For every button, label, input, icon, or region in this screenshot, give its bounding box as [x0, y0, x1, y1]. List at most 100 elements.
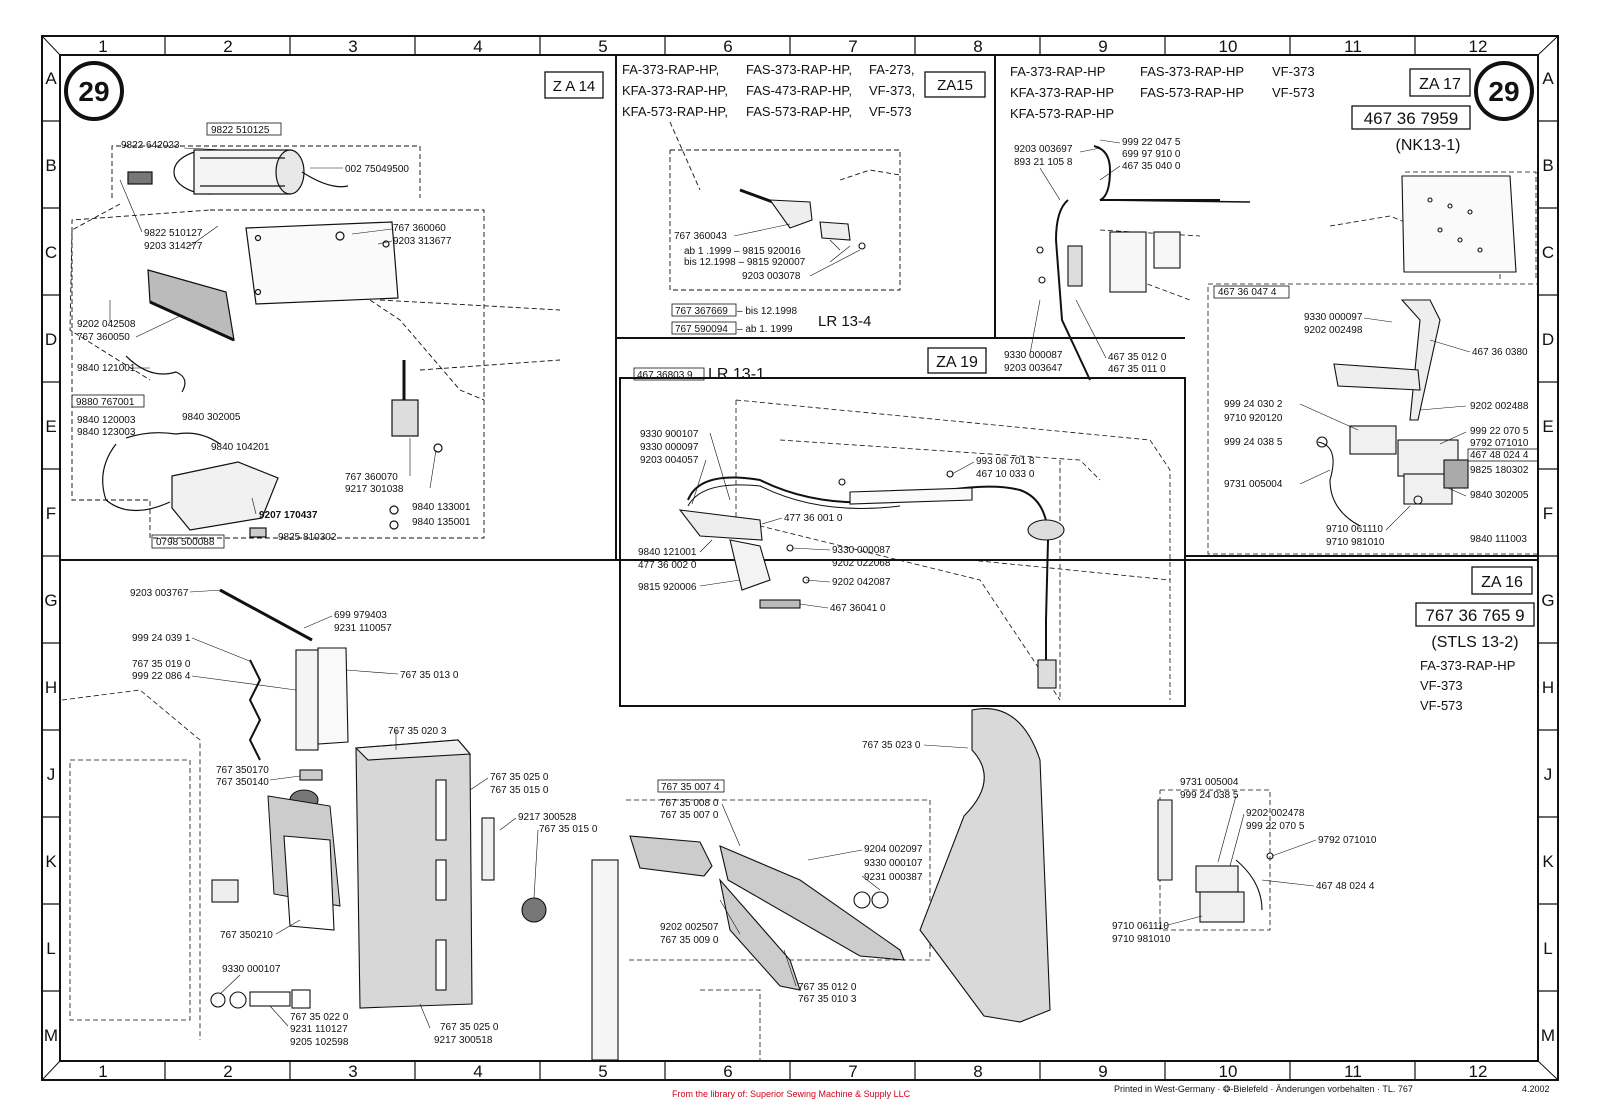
svg-text:767 367669: 767 367669: [675, 306, 728, 317]
col-label: 9: [1098, 1062, 1107, 1081]
svg-text:767 35 008 0: 767 35 008 0: [660, 798, 719, 809]
col-label: 5: [598, 37, 607, 56]
svg-text:9330 900107: 9330 900107: [640, 429, 699, 440]
row-label: H: [1542, 678, 1554, 697]
svg-text:767 35 019 0: 767 35 019 0: [132, 659, 191, 670]
za17-section: FA-373-RAP-HP FAS-373-RAP-HP VF-373 KFA-…: [1004, 64, 1539, 555]
row-label: L: [46, 939, 55, 958]
svg-text:9822 510125: 9822 510125: [211, 125, 270, 136]
svg-text:KFA-573-RAP-HP: KFA-573-RAP-HP: [1010, 106, 1114, 121]
svg-text:993 08 701 8: 993 08 701 8: [976, 456, 1035, 467]
svg-text:FA-273,: FA-273,: [869, 62, 915, 77]
col-label: 10: [1219, 1062, 1238, 1081]
za17-models: FA-373-RAP-HP FAS-373-RAP-HP VF-373 KFA-…: [1010, 64, 1315, 121]
svg-text:767 35 010 3: 767 35 010 3: [798, 994, 857, 1005]
svg-text:467 48 024 4: 467 48 024 4: [1470, 450, 1529, 461]
svg-text:467 48 024 4: 467 48 024 4: [1316, 881, 1375, 892]
svg-text:767 350140: 767 350140: [216, 777, 269, 788]
za16-model: VF-373: [1420, 678, 1463, 693]
row-label: G: [1541, 591, 1554, 610]
col-label: 3: [348, 37, 357, 56]
svg-text:9330 000097: 9330 000097: [640, 442, 699, 453]
svg-text:9217 301038: 9217 301038: [345, 484, 404, 495]
svg-text:9825 810302: 9825 810302: [278, 532, 337, 543]
svg-text:9710 981010: 9710 981010: [1112, 934, 1171, 945]
svg-text:9840 123003: 9840 123003: [77, 427, 136, 438]
svg-text:767 360060: 767 360060: [393, 223, 446, 234]
col-label: 11: [1344, 37, 1362, 56]
svg-text:999 22 070 5: 999 22 070 5: [1470, 426, 1529, 437]
row-label: E: [45, 417, 56, 436]
za15-section: FA-373-RAP-HP, FAS-373-RAP-HP, FA-273, K…: [622, 62, 986, 335]
svg-text:FAS-473-RAP-HP,: FAS-473-RAP-HP,: [746, 83, 852, 98]
za14-section: Z A 14: [69, 71, 604, 549]
row-label: C: [45, 243, 57, 262]
row-label: J: [47, 765, 56, 784]
svg-text:9822 510127: 9822 510127: [144, 228, 203, 239]
svg-text:VF-573: VF-573: [869, 104, 912, 119]
row-label: D: [45, 330, 57, 349]
svg-text:9202 002478: 9202 002478: [1246, 808, 1305, 819]
col-label: 6: [723, 1062, 732, 1081]
svg-text:9840 135001: 9840 135001: [412, 517, 471, 528]
za15-models: FA-373-RAP-HP, FAS-373-RAP-HP, FA-273, K…: [622, 62, 915, 119]
svg-text:9217 300528: 9217 300528: [518, 812, 577, 823]
row-label: K: [1542, 852, 1554, 871]
row-label: M: [1541, 1026, 1555, 1045]
sheet-number-right: 29: [1474, 61, 1534, 121]
za19-lr: LR 13-1: [708, 366, 765, 383]
row-label: D: [1542, 330, 1554, 349]
svg-text:999 24 038 5: 999 24 038 5: [1224, 437, 1283, 448]
col-label: 3: [348, 1062, 357, 1081]
svg-text:9880 767001: 9880 767001: [76, 397, 135, 408]
svg-text:9840 104201: 9840 104201: [211, 442, 270, 453]
za16-labels: 9203 003767 699 979403 9231 110057 999 2…: [130, 588, 1377, 1048]
svg-text:ab 1 .1999 – 9815 920016: ab 1 .1999 – 9815 920016: [684, 246, 801, 257]
svg-text:9330 000087: 9330 000087: [832, 545, 891, 556]
za16-model: VF-573: [1420, 698, 1463, 713]
svg-text:– ab 1. 1999: – ab 1. 1999: [737, 324, 793, 335]
svg-text:467 36 0380: 467 36 0380: [1472, 347, 1528, 358]
svg-text:767 35 025 0: 767 35 025 0: [440, 1022, 499, 1033]
za19-title: ZA 19: [936, 354, 978, 371]
row-label: B: [45, 156, 56, 175]
row-label: E: [1542, 417, 1553, 436]
svg-text:9231 110127: 9231 110127: [290, 1024, 348, 1035]
svg-text:9815 920006: 9815 920006: [638, 582, 697, 593]
row-label: L: [1543, 939, 1552, 958]
footer: From the library of: Superior Sewing Mac…: [672, 1084, 1550, 1099]
svg-text:767 350170: 767 350170: [216, 765, 269, 776]
svg-text:9330 000097: 9330 000097: [1304, 312, 1363, 323]
col-label: 7: [848, 37, 857, 56]
svg-text:467 36 047 4: 467 36 047 4: [1218, 287, 1277, 298]
svg-text:767 350210: 767 350210: [220, 930, 273, 941]
svg-text:9710 061110: 9710 061110: [1326, 524, 1383, 535]
svg-text:– bis 12.1998: – bis 12.1998: [737, 306, 797, 317]
sheet-number-left: 29: [64, 61, 124, 121]
svg-text:9203 003647: 9203 003647: [1004, 363, 1063, 374]
svg-text:999 24 030 2: 999 24 030 2: [1224, 399, 1283, 410]
svg-text:9202 002507: 9202 002507: [660, 922, 719, 933]
svg-text:29: 29: [78, 76, 109, 107]
col-label: 2: [223, 1062, 232, 1081]
col-label: 8: [973, 1062, 982, 1081]
svg-text:9203 003767: 9203 003767: [130, 588, 189, 599]
svg-text:9792 071010: 9792 071010: [1318, 835, 1377, 846]
svg-text:FA-373-RAP-HP: FA-373-RAP-HP: [1010, 64, 1105, 79]
svg-text:999 22 070 5: 999 22 070 5: [1246, 821, 1305, 832]
col-label: 6: [723, 37, 732, 56]
row-label: F: [1543, 504, 1553, 523]
row-label: K: [45, 852, 57, 871]
svg-text:9203 003078: 9203 003078: [742, 271, 801, 282]
svg-text:9204 002097: 9204 002097: [864, 844, 923, 855]
svg-text:9792 071010: 9792 071010: [1470, 438, 1529, 449]
svg-text:767 35 007 4: 767 35 007 4: [661, 782, 720, 793]
za15-labels: 767 360043 ab 1 .1999 – 9815 920016 bis …: [671, 231, 871, 335]
za16-section: ZA 16 767 36 765 9 (STLS 13-2) FA-373-RA…: [61, 566, 1535, 1061]
za17-kit: 467 36 7959: [1364, 109, 1459, 128]
svg-text:9822 642023: 9822 642023: [121, 140, 180, 151]
svg-text:9205 102598: 9205 102598: [290, 1037, 349, 1048]
row-label: G: [44, 591, 57, 610]
za19-section: ZA 19 467 36803 9 LR 13-1 9330 900107 93…: [633, 347, 1171, 701]
svg-text:467 35 040 0: 467 35 040 0: [1122, 161, 1181, 172]
